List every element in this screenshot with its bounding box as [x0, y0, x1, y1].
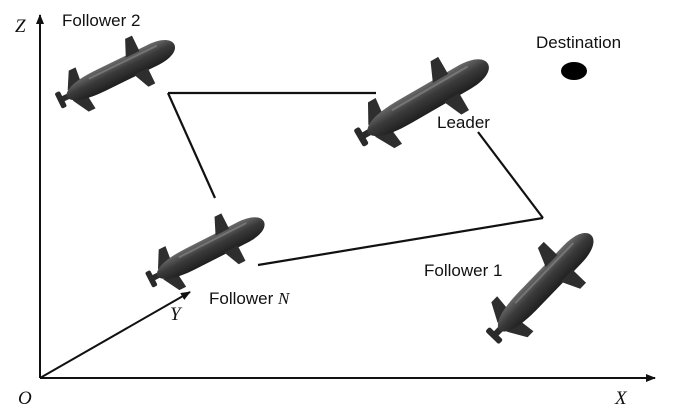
- destination-marker: [561, 62, 587, 80]
- label-follower1: Follower 1: [424, 261, 502, 280]
- label-destination: Destination: [536, 33, 621, 52]
- leader-auv-icon: [341, 35, 505, 167]
- axis-label-x: X: [614, 388, 628, 409]
- label-followerN: Follower N: [209, 289, 291, 308]
- label-leader: Leader: [437, 113, 490, 132]
- label-follower2: Follower 2: [62, 11, 140, 30]
- link-follower2-followerN: [166, 92, 217, 199]
- link-followerN-follower1: [257, 216, 544, 267]
- follower1-auv-icon: [469, 213, 614, 360]
- axis-label-origin: O: [18, 388, 32, 409]
- label-followerN-suffix: N: [277, 289, 291, 308]
- y-axis: [39, 291, 191, 379]
- axis-label-z: Z: [15, 16, 26, 37]
- follower2-auv-icon: [45, 19, 187, 127]
- followerN-auv-icon: [135, 196, 277, 305]
- label-followerN-prefix: Follower: [209, 289, 278, 308]
- axis-label-y: Y: [170, 304, 183, 325]
- link-leader-follower1: [477, 131, 544, 219]
